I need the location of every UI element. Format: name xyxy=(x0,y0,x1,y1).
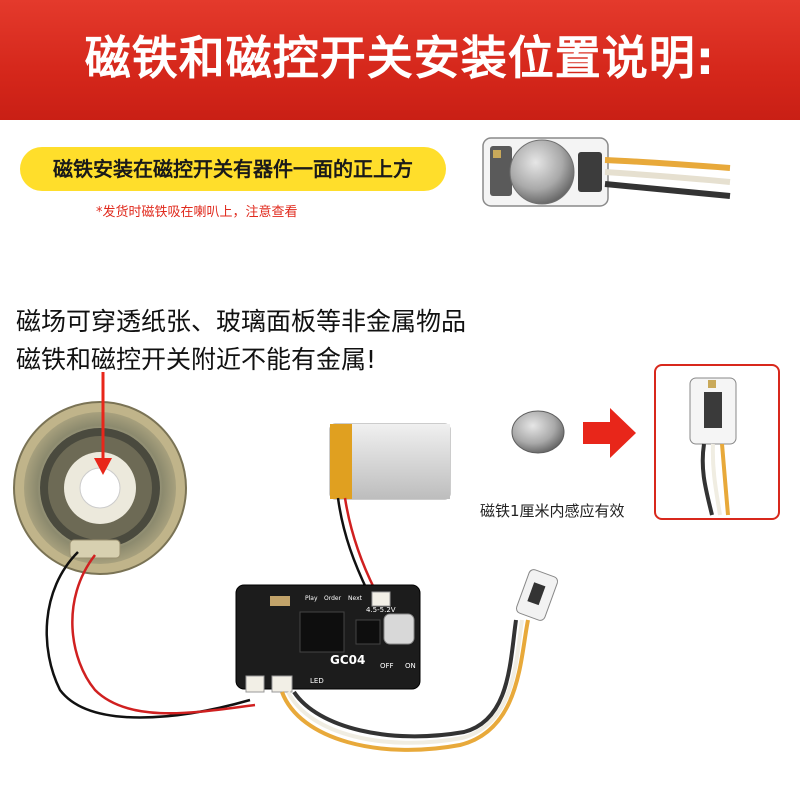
arrow-right-icon xyxy=(583,408,636,458)
small-sensor-module xyxy=(515,569,559,621)
pointer-arrow-icon xyxy=(94,372,112,475)
sensor-with-magnet xyxy=(482,137,731,207)
lipo-battery xyxy=(329,423,451,500)
board-order-label: Order xyxy=(324,595,342,602)
framed-sensor xyxy=(689,377,737,516)
gc04-board: GC04 4.5-5.2V LED OFF ON Play Order Next xyxy=(235,584,421,693)
warning-line-2: 磁铁和磁控开关附近不能有金属! xyxy=(16,345,377,374)
board-play-label: Play xyxy=(305,595,318,602)
warning-line-1: 磁场可穿透纸张、玻璃面板等非金属物品 xyxy=(16,307,467,336)
install-callout: 磁铁安装在磁控开关有器件一面的正上方 xyxy=(20,147,446,191)
magnet-icon xyxy=(511,410,565,454)
board-led-label: LED xyxy=(310,677,324,685)
board-off-label: OFF xyxy=(380,662,394,670)
speaker xyxy=(13,401,187,575)
board-voltage-label: 4.5-5.2V xyxy=(366,606,396,614)
shipping-note: *发货时磁铁吸在喇叭上，注意查看 xyxy=(96,205,298,220)
usb-c-port-icon xyxy=(383,613,415,645)
magnet-disc-icon xyxy=(509,139,575,205)
board-on-label: ON xyxy=(405,662,416,670)
board-model-label: GC04 xyxy=(330,653,365,667)
sensing-range-label: 磁铁1厘米内感应有效 xyxy=(480,502,625,520)
board-next-label: Next xyxy=(348,595,363,602)
page-title: 磁铁和磁控开关安装位置说明: xyxy=(84,31,716,85)
header-banner: 磁铁和磁控开关安装位置说明: xyxy=(0,0,800,120)
